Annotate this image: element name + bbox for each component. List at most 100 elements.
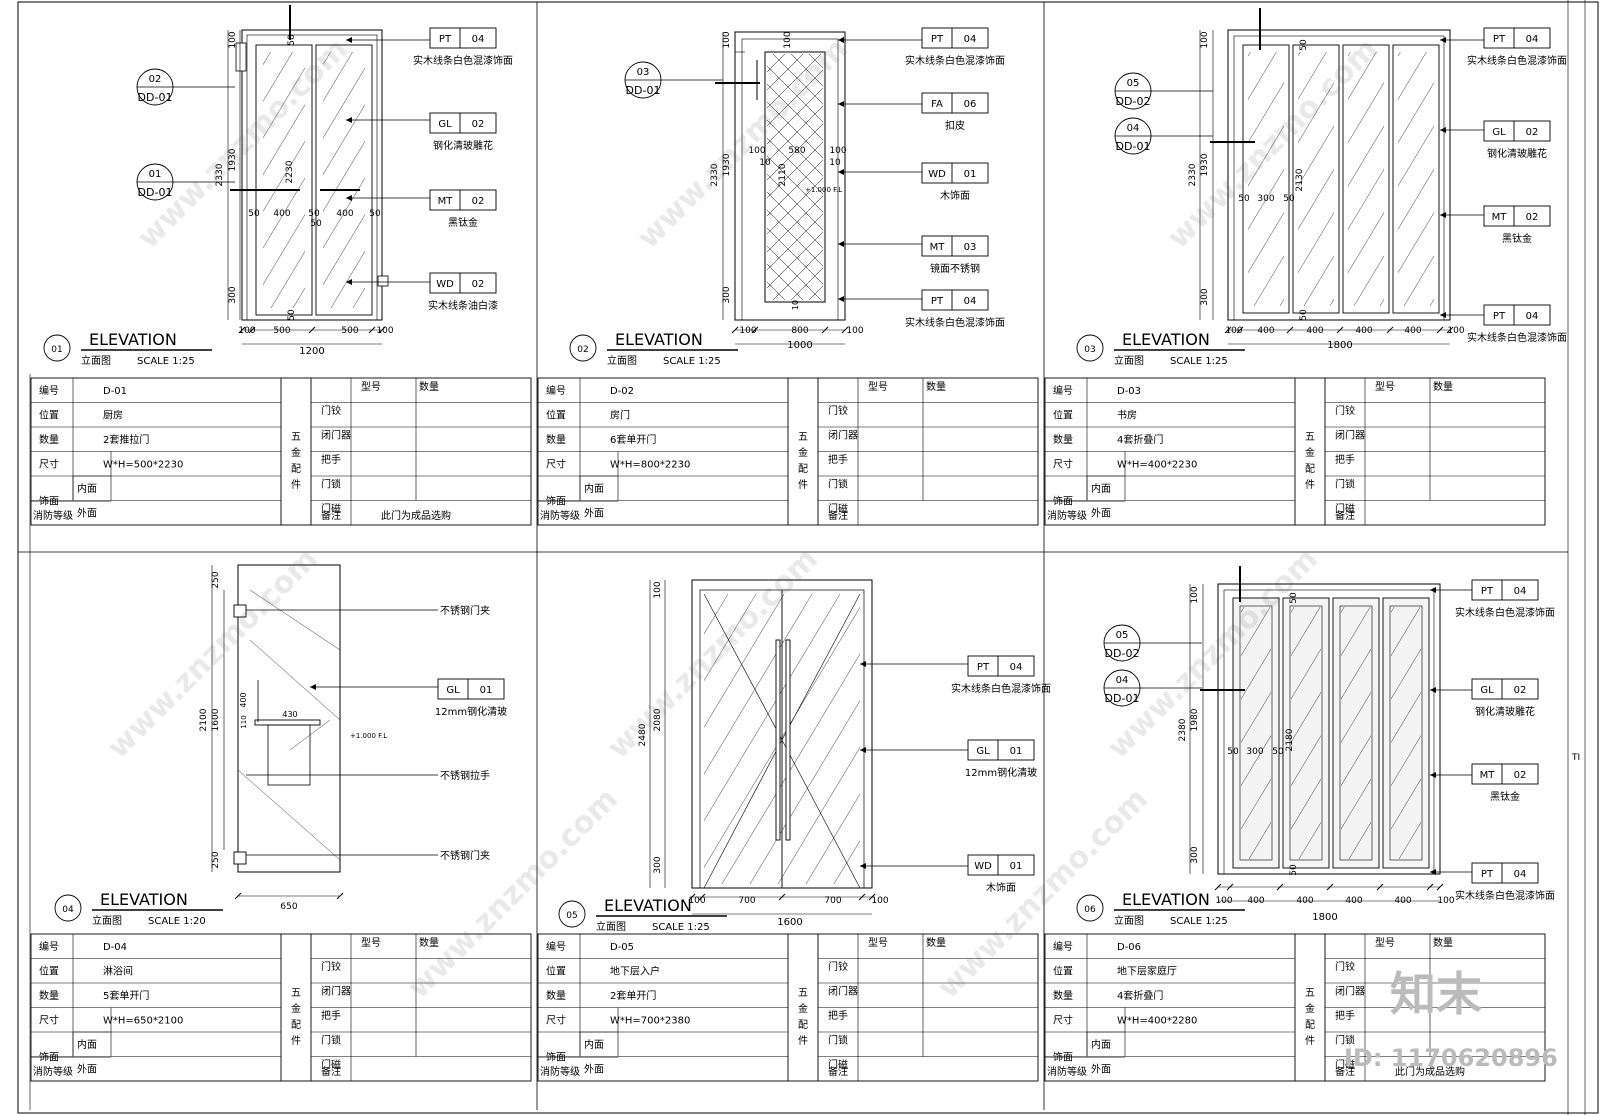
hatch-line <box>1503 607 1600 859</box>
hatch-line <box>1512 52 1600 306</box>
hardware-item: 门锁 <box>828 1034 848 1047</box>
dim-tick <box>368 326 376 334</box>
dim-label: 400 <box>336 209 353 219</box>
hatch-line <box>425 52 579 308</box>
hatch-line <box>1436 52 1588 306</box>
title-number: 06 <box>1084 905 1096 915</box>
hatch-line <box>1403 255 1434 306</box>
hatch-line <box>767 87 823 145</box>
dim-label: 2330 <box>710 163 720 186</box>
leader-arrow <box>838 101 844 107</box>
hardware-item: 门磁 <box>1335 502 1355 515</box>
dim-label: 10 <box>759 158 771 168</box>
glass-hatch <box>1241 607 1582 859</box>
hatch-line <box>1298 168 1334 230</box>
glass-hatch <box>1291 607 1321 859</box>
dim-label: 2480 <box>638 723 648 746</box>
hatch-line <box>1564 52 1600 306</box>
tag-box <box>1483 27 1551 49</box>
hatch-line <box>263 177 305 249</box>
hatch-line <box>1382 52 1534 306</box>
glass-hatch <box>1348 52 1384 306</box>
tag-box <box>1471 678 1539 700</box>
hatch-line <box>1248 82 1284 144</box>
dim-tick <box>731 326 739 334</box>
hatch-line <box>1398 168 1434 230</box>
dim-label: 50 <box>1227 747 1239 757</box>
tag-box <box>967 655 1035 677</box>
tag-number: 04 <box>964 296 977 307</box>
folding-leaf-panel <box>1339 605 1373 861</box>
hatch-line <box>721 653 860 884</box>
hardware-item: 门铰 <box>321 960 341 973</box>
hatch-line <box>1431 607 1582 859</box>
tag-number: 06 <box>964 99 977 110</box>
ref-sheet: DD-01 <box>626 84 661 97</box>
title-text: ELEVATION <box>615 330 703 349</box>
hatch-line <box>767 69 823 127</box>
hatch-line <box>1425 607 1576 859</box>
dim-label: 2380 <box>1178 718 1188 741</box>
dim-tick <box>1336 326 1344 334</box>
dim-label: 50 <box>1289 864 1299 876</box>
hardware-item: 把手 <box>1335 1009 1355 1022</box>
dim-tick <box>378 326 386 334</box>
tag-number: 01 <box>964 169 977 180</box>
table-header-cell: 数量 <box>419 936 439 949</box>
hatch-line <box>790 54 823 87</box>
tag-box <box>429 189 497 211</box>
table-value-cell: D-03 <box>1117 386 1141 397</box>
title-subtitle: 立面图 <box>607 354 637 367</box>
dim-label: 1980 <box>1190 708 1200 731</box>
hatch-line <box>772 54 823 105</box>
table-header-cell: 尺寸 <box>546 1014 566 1027</box>
dim-tick <box>1386 326 1394 334</box>
dim-tick <box>234 892 242 900</box>
table-value-cell: W*H=500*2230 <box>103 460 183 471</box>
table-header-cell: 数量 <box>39 989 59 1002</box>
dim-label: 800 <box>791 326 808 336</box>
table-header-cell: 数量 <box>926 380 946 393</box>
table-header-cell: 编号 <box>39 384 59 397</box>
tag-code: MT <box>438 196 454 207</box>
swing-line <box>781 739 861 889</box>
tag-code: GL <box>976 746 990 757</box>
hatch-line <box>263 67 305 139</box>
hatch-line <box>352 287 365 308</box>
folding-leaf <box>1382 597 1430 869</box>
hatch-line <box>1451 607 1600 859</box>
table-value-cell: 淋浴间 <box>103 965 133 978</box>
dim-label: 50 <box>287 34 297 46</box>
hardware-item: 把手 <box>321 453 341 466</box>
leader-arrow <box>1430 687 1436 693</box>
hardware-label: 件 <box>798 479 808 491</box>
title-circle <box>1076 894 1104 922</box>
hatch-line <box>1477 607 1600 859</box>
hatch-line <box>485 52 639 308</box>
dim-label: 400 <box>1257 326 1274 336</box>
leader-arrow <box>1440 127 1446 133</box>
dim-label: 100 <box>739 326 756 336</box>
hatch-line <box>1529 607 1600 859</box>
dim-label: 100 <box>238 326 255 336</box>
sheet-frame <box>17 1 1599 1114</box>
hardware-item: 把手 <box>1335 453 1355 466</box>
hatch-line <box>1348 125 1384 187</box>
door-frame-inner <box>246 34 378 321</box>
hardware-item: 把手 <box>828 1009 848 1022</box>
hatch-line <box>441 52 595 308</box>
tag-code: GL <box>1480 685 1494 696</box>
table-value-cell: 此门为成品选购 <box>1395 1065 1465 1078</box>
swing-line <box>781 593 861 741</box>
hatch-line <box>1391 648 1421 700</box>
hatch-line <box>772 249 823 300</box>
